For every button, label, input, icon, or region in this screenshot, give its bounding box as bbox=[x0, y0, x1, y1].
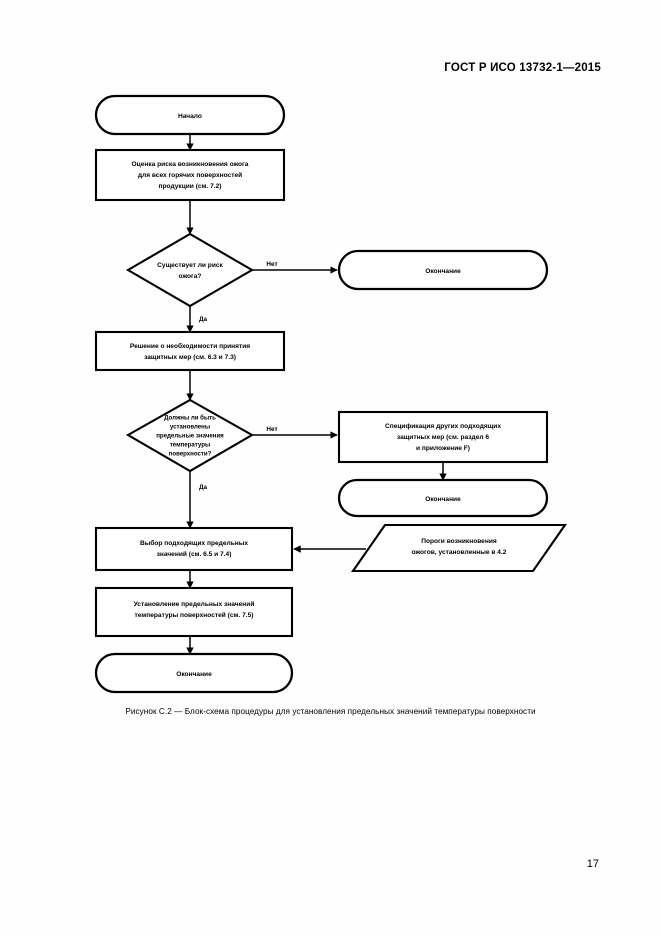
node-select-limit-values-line1: Выбор подходящих предельных bbox=[140, 539, 248, 547]
node-end-final: Окончание bbox=[94, 652, 294, 694]
node-end-other-measures: Окончание bbox=[337, 478, 549, 518]
node-burn-thresholds-line1: Пороги возникновения bbox=[421, 538, 497, 545]
node-other-measures-line1: Спецификация других подходящих bbox=[385, 423, 501, 430]
node-burn-risk-decision-line2: ожога? bbox=[179, 273, 202, 280]
node-limits-required-line2: установлены bbox=[170, 424, 210, 431]
node-end-other-measures-label: Окончание bbox=[425, 496, 461, 503]
node-risk-assessment: Оценка риска возникновения ожога для все… bbox=[94, 148, 286, 202]
node-limits-required-line4: температуры bbox=[170, 442, 210, 449]
node-select-limit-values-line2: значений (см. 6.5 и 7.4) bbox=[157, 550, 232, 558]
node-select-limit-values: Выбор подходящих предельных значений (см… bbox=[94, 526, 294, 572]
node-burn-thresholds-line2: ожогов, установленные в 4.2 bbox=[412, 549, 507, 556]
node-protective-measures-line2: защитных мер (см. 6.3 и 7.3) bbox=[144, 354, 236, 361]
node-end-final-label: Окончание bbox=[176, 671, 212, 678]
node-start: Начало bbox=[94, 94, 286, 136]
node-end-no-risk-label: Окончание bbox=[425, 268, 461, 275]
node-protective-measures-line1: Решение о необходимости принятия bbox=[130, 342, 250, 350]
edge-label-decision2-yes: Да bbox=[199, 484, 208, 491]
node-risk-assessment-line1: Оценка риска возникновения ожога bbox=[132, 161, 249, 168]
node-establish-surface-limits-line1: Установление предельных значений bbox=[134, 600, 255, 608]
node-protective-measures-decision: Решение о необходимости принятия защитны… bbox=[94, 330, 286, 372]
figure-caption: Рисунок С.2 — Блок-схема процедуры для у… bbox=[125, 707, 536, 716]
node-end-no-risk: Окончание bbox=[337, 249, 549, 291]
edge-label-decision1-no: Нет bbox=[266, 261, 277, 268]
node-burn-risk-decision: Существует ли риск ожога? bbox=[125, 232, 255, 308]
flowchart-connectors bbox=[186, 134, 447, 655]
page-number: 17 bbox=[586, 858, 599, 870]
node-limits-required-line1: Должны ли быть bbox=[164, 415, 216, 422]
node-establish-surface-limits: Установление предельных значений темпера… bbox=[94, 586, 294, 638]
figure-c2-flowchart: Нет Да Нет Да Начало Оценка риска возник… bbox=[0, 88, 661, 698]
node-risk-assessment-line3: продукции (см. 7.2) bbox=[159, 183, 222, 190]
node-burn-risk-decision-line1: Существует ли риск bbox=[157, 262, 223, 269]
node-other-measures-spec: Спецификация других подходящих защитных … bbox=[337, 410, 549, 464]
node-limits-required-line3: предельные значения bbox=[156, 433, 224, 440]
document-header-standard-number: ГОСТ Р ИСО 13732-1—2015 bbox=[444, 62, 601, 74]
node-limits-required-decision: Должны ли быть установлены предельные зн… bbox=[125, 398, 255, 473]
node-risk-assessment-line2: для всех горячих поверхностей bbox=[138, 171, 242, 179]
node-establish-surface-limits-line2: температуры поверхностей (см. 7.5) bbox=[135, 611, 254, 619]
edge-label-decision1-yes: Да bbox=[199, 316, 208, 323]
node-limits-required-line5: поверхности? bbox=[169, 451, 212, 458]
edge-label-decision2-no: Нет bbox=[266, 426, 277, 433]
node-other-measures-line3: и приложение F) bbox=[416, 445, 470, 452]
node-start-label: Начало bbox=[178, 113, 202, 120]
node-other-measures-line2: защитных мер (см. раздел 6 bbox=[397, 434, 490, 441]
node-burn-thresholds-data: Пороги возникновения ожогов, установленн… bbox=[350, 523, 568, 573]
